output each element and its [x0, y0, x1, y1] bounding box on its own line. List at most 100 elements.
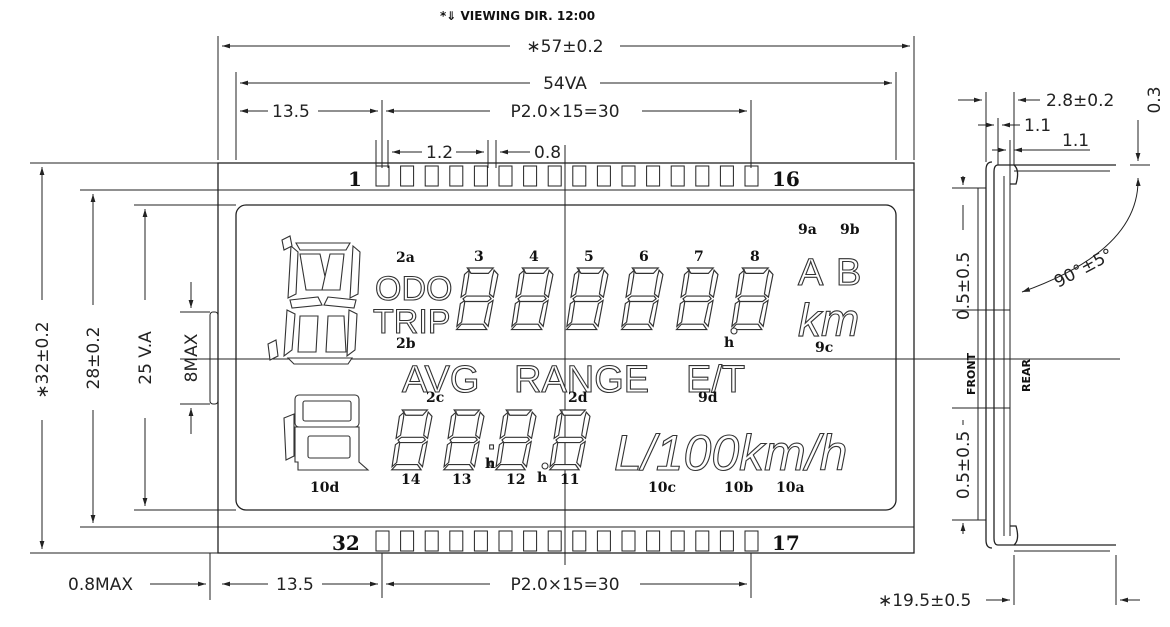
consumption-digit-2 — [443, 409, 486, 471]
consumption-digit-4 — [549, 409, 592, 471]
segment-2-digit — [267, 235, 361, 365]
top-pin-16 — [744, 165, 759, 187]
bottom-pin-1 — [375, 530, 390, 552]
tab-max-dimension: 8MAX — [182, 333, 202, 382]
bottom-pin-5 — [473, 530, 488, 552]
odo-digit-3 — [565, 267, 610, 331]
top-pin-11 — [621, 165, 636, 187]
pin-width-dimension: 1.2 — [426, 143, 453, 163]
seg-label-2d: 2d — [568, 390, 588, 406]
bottom-pin-7 — [523, 530, 538, 552]
overall-width-dimension: ∗57±0.2 — [526, 37, 603, 57]
side-thickness-dimension: 2.8±0.2 — [1046, 91, 1114, 111]
bottom-pin-13 — [670, 530, 685, 552]
et-indicator: E/T — [686, 359, 745, 401]
top-pitch-dimension: P2.0×15=30 — [510, 102, 619, 122]
top-pin-10 — [596, 165, 611, 187]
seg-label-10b: 10b — [724, 480, 753, 496]
avg-indicator: AVG — [402, 359, 479, 401]
viewing-area-width-dimension: 54VA — [543, 74, 587, 94]
bottom-pin-10 — [596, 530, 611, 552]
km-unit-indicator: km — [798, 294, 859, 346]
colon-indicator: : — [486, 431, 497, 475]
side-tab — [209, 311, 219, 405]
top-pin-4 — [449, 165, 464, 187]
top-pin-15 — [719, 165, 734, 187]
range-indicator: RANGE — [514, 359, 649, 401]
top-pin-row — [375, 165, 759, 187]
bottom-pin-8 — [547, 530, 562, 552]
seg-label-9a: 9a — [798, 222, 817, 238]
seg-label-12: 12 — [506, 472, 525, 488]
front-side-label: FRONT — [965, 352, 978, 395]
odometer-digits — [455, 267, 775, 331]
bottom-left-offset-dimension: 13.5 — [276, 575, 314, 595]
seg-label-h-colon: h — [485, 456, 495, 472]
bottom-pin-row — [375, 530, 759, 552]
seg-label-9d: 9d — [698, 390, 718, 406]
inner-height-dimension: 28±0.2 — [84, 327, 104, 390]
top-pin-7 — [523, 165, 538, 187]
seg-label-11: 11 — [560, 472, 579, 488]
seg-label-2b: 2b — [396, 336, 416, 352]
odo-indicator: ODO — [375, 270, 452, 308]
top-pin-6 — [498, 165, 513, 187]
side-top-dimension: 0.3 — [1145, 86, 1165, 113]
bottom-pin-11 — [621, 530, 636, 552]
seg-label-14: 14 — [401, 472, 421, 488]
top-pin-12 — [646, 165, 661, 187]
odo-digit-2 — [510, 267, 555, 331]
seg-label-h-lower: h — [537, 470, 547, 486]
trip-indicator: TRIP — [373, 303, 450, 341]
bottom-pitch-dimension: P2.0×15=30 — [510, 575, 619, 595]
top-pin-14 — [695, 165, 710, 187]
viewing-area-height-dimension: 25 V.A — [136, 331, 156, 385]
overall-height-dimension: ∗32±0.2 — [33, 321, 53, 398]
bottom-pin-4 — [449, 530, 464, 552]
seg-label-10a: 10a — [776, 480, 805, 496]
odo-digit-6 — [730, 267, 775, 331]
rear-side-label: REAR — [1020, 359, 1033, 392]
bottom-pin-12 — [646, 530, 661, 552]
seg-label-9c: 9c — [815, 340, 833, 356]
top-pin-2 — [400, 165, 415, 187]
consumption-digit-3 — [495, 409, 538, 471]
viewing-direction-label: *⇓ VIEWING DIR. 12:00 — [440, 9, 595, 23]
bottom-pin-6 — [498, 530, 513, 552]
top-pin-8 — [547, 165, 562, 187]
side-upper-dimension: 0.5±0.5 — [954, 252, 974, 320]
decimal-point-h — [730, 327, 738, 335]
seg-label-2c: 2c — [426, 390, 444, 406]
top-pin-1 — [375, 165, 390, 187]
bottom-pin-15 — [719, 530, 734, 552]
odo-digit-4 — [620, 267, 665, 331]
top-pin-13 — [670, 165, 685, 187]
bottom-pin-16 — [744, 530, 759, 552]
bottom-pin-2 — [400, 530, 415, 552]
pin-17-label: 17 — [772, 531, 800, 555]
consumption-digit-1 — [391, 409, 434, 471]
top-pin-9 — [572, 165, 587, 187]
seg-label-13: 13 — [452, 472, 471, 488]
viewing-area — [235, 204, 897, 511]
seg-label-7: 7 — [694, 249, 704, 265]
top-pin-3 — [424, 165, 439, 187]
top-pin-5 — [473, 165, 488, 187]
seg-label-4: 4 — [529, 249, 539, 265]
pin-gap-dimension: 0.8 — [534, 143, 561, 163]
left-max-dimension: 0.8MAX — [68, 575, 133, 595]
seg-label-6: 6 — [639, 249, 649, 265]
seg-label-10d: 10d — [310, 480, 339, 496]
odo-digit-5 — [675, 267, 720, 331]
side-angle-dimension: 90°±5° — [1051, 245, 1117, 293]
bottom-pin-14 — [695, 530, 710, 552]
bottom-pin-3 — [424, 530, 439, 552]
side-a-dimension: 1.1 — [1024, 116, 1051, 136]
seg-label-9b: 9b — [840, 222, 860, 238]
pin-16-label: 16 — [772, 167, 800, 191]
letter-a-indicator: A — [798, 252, 824, 294]
side-depth-dimension: ∗19.5±0.5 — [878, 591, 971, 611]
top-left-offset-dimension: 13.5 — [272, 102, 310, 122]
seg-label-2a: 2a — [396, 250, 415, 266]
